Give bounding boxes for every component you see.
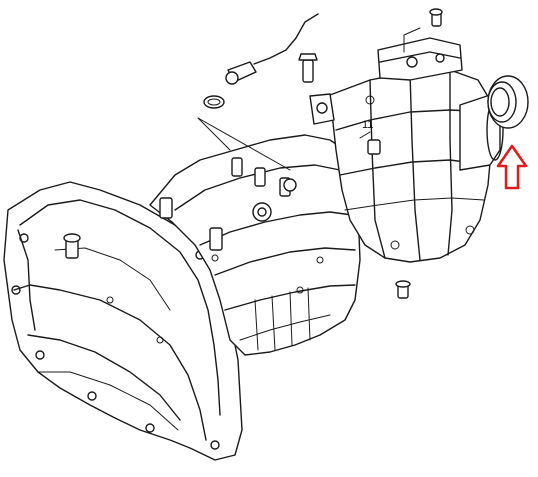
red-up-arrow (496, 144, 528, 190)
oil-seal (487, 75, 529, 129)
main-case (149, 134, 361, 356)
extension-housing (329, 37, 504, 263)
bracket (309, 93, 335, 125)
o-ring (203, 95, 225, 109)
sensor-wire (253, 13, 319, 65)
top-bolt (302, 59, 314, 83)
callout-label-11: 11 (362, 119, 373, 131)
exploded-parts (197, 8, 443, 299)
